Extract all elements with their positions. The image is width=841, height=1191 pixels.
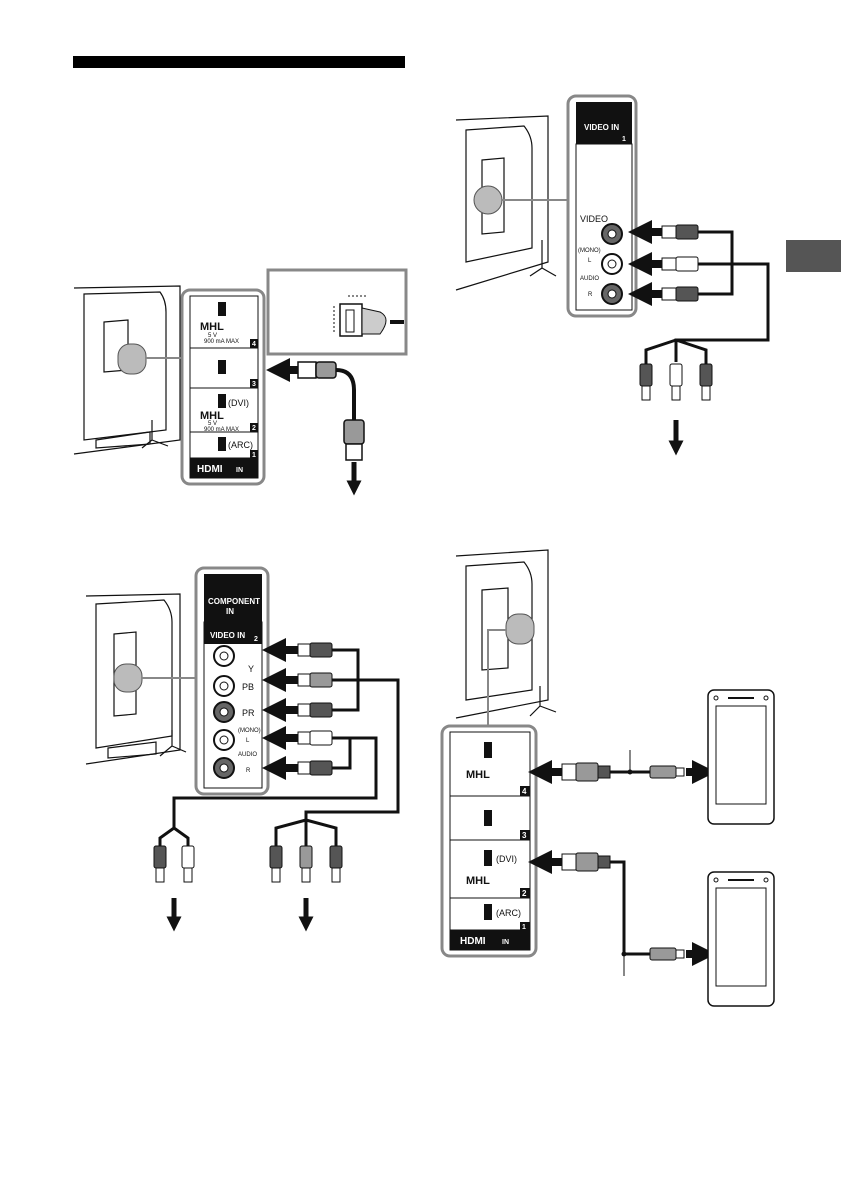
port-highlight-circle-3	[114, 664, 142, 692]
plug-dimension-inset	[268, 270, 406, 354]
mhl-current-2: 900 mA MAX	[204, 427, 239, 433]
port-number-1: 1	[252, 452, 256, 459]
pr-label: PR	[242, 708, 255, 718]
mhl-port-3	[484, 810, 492, 826]
composite-cable	[640, 225, 768, 448]
hdmi-port-2	[218, 394, 226, 408]
component-input-panel: COMPONENT IN VIDEO IN 2 Y PB PR (MONO) L…	[196, 568, 268, 794]
audio-label: AUDIO	[580, 276, 599, 282]
mhl-label-bottom-2: MHL	[466, 875, 490, 887]
chapter-tab	[786, 240, 841, 272]
port-number-2-component: 2	[254, 636, 258, 643]
y-label: Y	[248, 664, 254, 674]
mhl-port-2	[484, 850, 492, 866]
component-header-sub: IN	[226, 607, 234, 616]
hdmi-mhl-input-panel: MHL 4 3 (DVI) MHL 2 (ARC) 1 HDMI IN	[442, 726, 536, 956]
port-highlight-circle-2	[474, 186, 502, 214]
mhl-port-4	[484, 742, 492, 758]
smartphone-2	[708, 872, 774, 1006]
mhl-port-number-2: 2	[522, 889, 527, 898]
hdmi-logo: HDMI	[197, 464, 223, 475]
port-highlight-circle-4	[506, 614, 534, 644]
dvi-label-bottom: (DVI)	[496, 854, 517, 864]
video-label: VIDEO	[580, 214, 608, 224]
mhl-port-number-1: 1	[522, 924, 526, 931]
component-header: COMPONENT	[208, 597, 260, 606]
hdmi-port-4	[218, 302, 226, 316]
mhl-port-1	[484, 904, 492, 920]
hdmi-cable	[278, 362, 364, 488]
hdmi-in-label: IN	[236, 467, 243, 474]
component-cables	[154, 643, 398, 924]
r-label: R	[588, 292, 593, 298]
port-number-1-video: 1	[622, 136, 626, 143]
callout-line-4	[488, 630, 506, 728]
port-number-3: 3	[252, 381, 256, 388]
hdmi-port-1	[218, 437, 226, 451]
audio-label-component: AUDIO	[238, 752, 257, 758]
section-title-bar	[73, 56, 405, 68]
r-label-component: R	[246, 768, 251, 774]
mono-label: (MONO)	[578, 248, 601, 254]
smartphone-1	[708, 690, 774, 824]
hdmi-in-label-bottom: IN	[502, 939, 509, 946]
hdmi-input-panel: MHL 5 V 900 mA MAX 4 3 (DVI) MHL 5 V 900…	[182, 290, 264, 484]
mhl-label-bottom: MHL	[466, 769, 490, 781]
composite-input-panel: VIDEO IN 1 VIDEO (MONO) L AUDIO R	[568, 96, 636, 316]
dvi-label: (DVI)	[228, 398, 249, 408]
port-number-4: 4	[252, 341, 256, 348]
mhl-port-number-3: 3	[522, 831, 527, 840]
tv-back-panel-composite	[456, 116, 556, 290]
port-number-2: 2	[252, 425, 256, 432]
video-in-label: VIDEO IN	[210, 631, 245, 640]
arc-label-bottom: (ARC)	[496, 908, 521, 918]
arc-label: (ARC)	[228, 440, 253, 450]
mhl-label: MHL	[200, 321, 224, 333]
port-highlight-circle	[118, 344, 146, 374]
mhl-cables	[540, 750, 704, 976]
mhl-port-number-4: 4	[522, 787, 527, 796]
mhl-current: 900 mA MAX	[204, 339, 239, 345]
video-in-header: VIDEO IN	[584, 123, 619, 132]
hdmi-port-3	[218, 360, 226, 374]
mono-label-component: (MONO)	[238, 728, 261, 734]
hdmi-logo-bottom: HDMI	[460, 936, 486, 947]
pb-label: PB	[242, 682, 254, 692]
